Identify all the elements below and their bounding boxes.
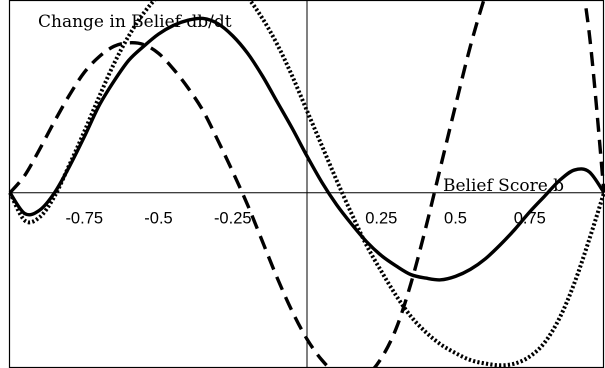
series-line-solid (8, 16, 605, 282)
x-tick-label: 0.75 (514, 210, 546, 228)
x-tick-label: 0.5 (444, 210, 467, 228)
x-tick-label: -0.75 (65, 210, 103, 228)
x-axis-label: Belief Score b (443, 176, 564, 196)
series-line-dotted (8, 0, 605, 368)
x-tick-label: -0.5 (144, 210, 172, 228)
y-axis-label: Change in Belief db/dt (38, 12, 232, 32)
x-tick-label: -0.25 (214, 210, 252, 228)
x-tick-label: 0.25 (365, 210, 397, 228)
series-line-dashed (8, 0, 605, 368)
